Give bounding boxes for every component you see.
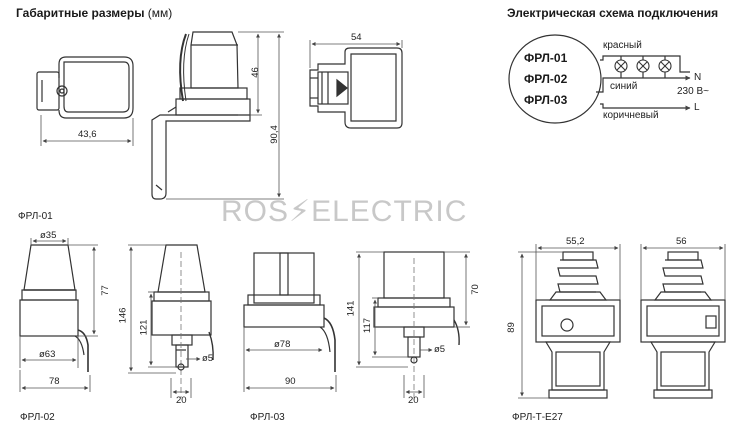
frl02-left-dims [19, 238, 98, 392]
frl01-caption: ФРЛ-01 [18, 211, 53, 222]
wire-arrows [680, 75, 691, 111]
frl03-diam-label: ø78 [274, 339, 291, 350]
frl03-right-dims [356, 251, 470, 398]
lamp-icons [614, 59, 672, 73]
frl01-depth-label: 54 [351, 32, 362, 43]
wiring-model-frl02: ФРЛ-02 [524, 72, 568, 86]
frl02-right-dims [128, 244, 201, 398]
lamp-icon-2 [636, 59, 650, 73]
frl03-body-height-label: 117 [362, 317, 374, 334]
terminal-n-label: N [694, 72, 702, 83]
frl01-depth-dim [309, 40, 403, 68]
voltage-label: 230 В~ [677, 86, 709, 97]
e27-side-dims [640, 244, 726, 300]
frl03-width-label: 90 [285, 376, 296, 387]
frl02-width-label: 78 [49, 376, 60, 387]
frl01-top-height-label: 46 [249, 67, 261, 78]
frl02-height-label: 77 [99, 285, 111, 296]
frl01-top-view [309, 47, 403, 129]
frl03-right-view [373, 251, 460, 398]
frl03-left-view [243, 252, 336, 372]
frl02-diam-base-label: ø63 [39, 349, 56, 360]
frl01-total-height-label: 90,4 [268, 125, 280, 144]
frl03-caption: ФРЛ-03 [250, 412, 285, 423]
frl02-total-height-label: 146 [117, 307, 129, 324]
wire-blue-label: синий [610, 81, 638, 92]
lamp-icon-3 [658, 59, 672, 73]
wire-brown-label: коричневый [603, 110, 659, 121]
wiring-model-frl01: ФРЛ-01 [524, 51, 568, 65]
frl02-caption: ФРЛ-02 [20, 412, 55, 423]
frl03-total-height-label: 141 [345, 300, 357, 317]
frl02-hole-label: ø5 [202, 353, 214, 364]
frl02-body-height-label: 121 [138, 319, 150, 336]
frl02-right-view [151, 244, 214, 398]
e27-height-label: 89 [505, 322, 517, 333]
wire-red-label: красный [603, 40, 642, 51]
wiring-diagram [508, 34, 690, 124]
frl01-side-view [151, 31, 251, 200]
frl01-width-label: 43,6 [78, 129, 97, 140]
frl02-mount-label: 20 [176, 395, 187, 406]
frl03-left-dims [243, 327, 337, 392]
frl03-height-label: 70 [469, 284, 481, 295]
terminal-l-label: L [694, 102, 700, 113]
frl03-hole-label: ø5 [434, 344, 446, 355]
e27-side-view [640, 251, 726, 399]
lamp-icon-1 [614, 59, 628, 73]
frl01-width-dim [40, 115, 134, 146]
wiring-heading: Электрическая схема подключения [507, 6, 719, 20]
frl01-front-view [36, 56, 134, 119]
e27-front-view [535, 251, 621, 399]
e27-side-label: 56 [676, 236, 687, 247]
dimensions-heading: Габаритные размеры (мм) [16, 6, 173, 20]
wiring-model-frl03: ФРЛ-03 [524, 93, 568, 107]
e27-front-dims [518, 244, 621, 399]
frl01-height-dims [166, 31, 284, 200]
e27-width-label: 55,2 [566, 236, 585, 247]
watermark-logo: ROS⚡ELECTRIC [221, 195, 468, 228]
frlte27-caption: ФРЛ-Т-Е27 [512, 412, 563, 423]
frl02-diam-top-label: ø35 [40, 230, 57, 241]
frl03-mount-label: 20 [408, 395, 419, 406]
